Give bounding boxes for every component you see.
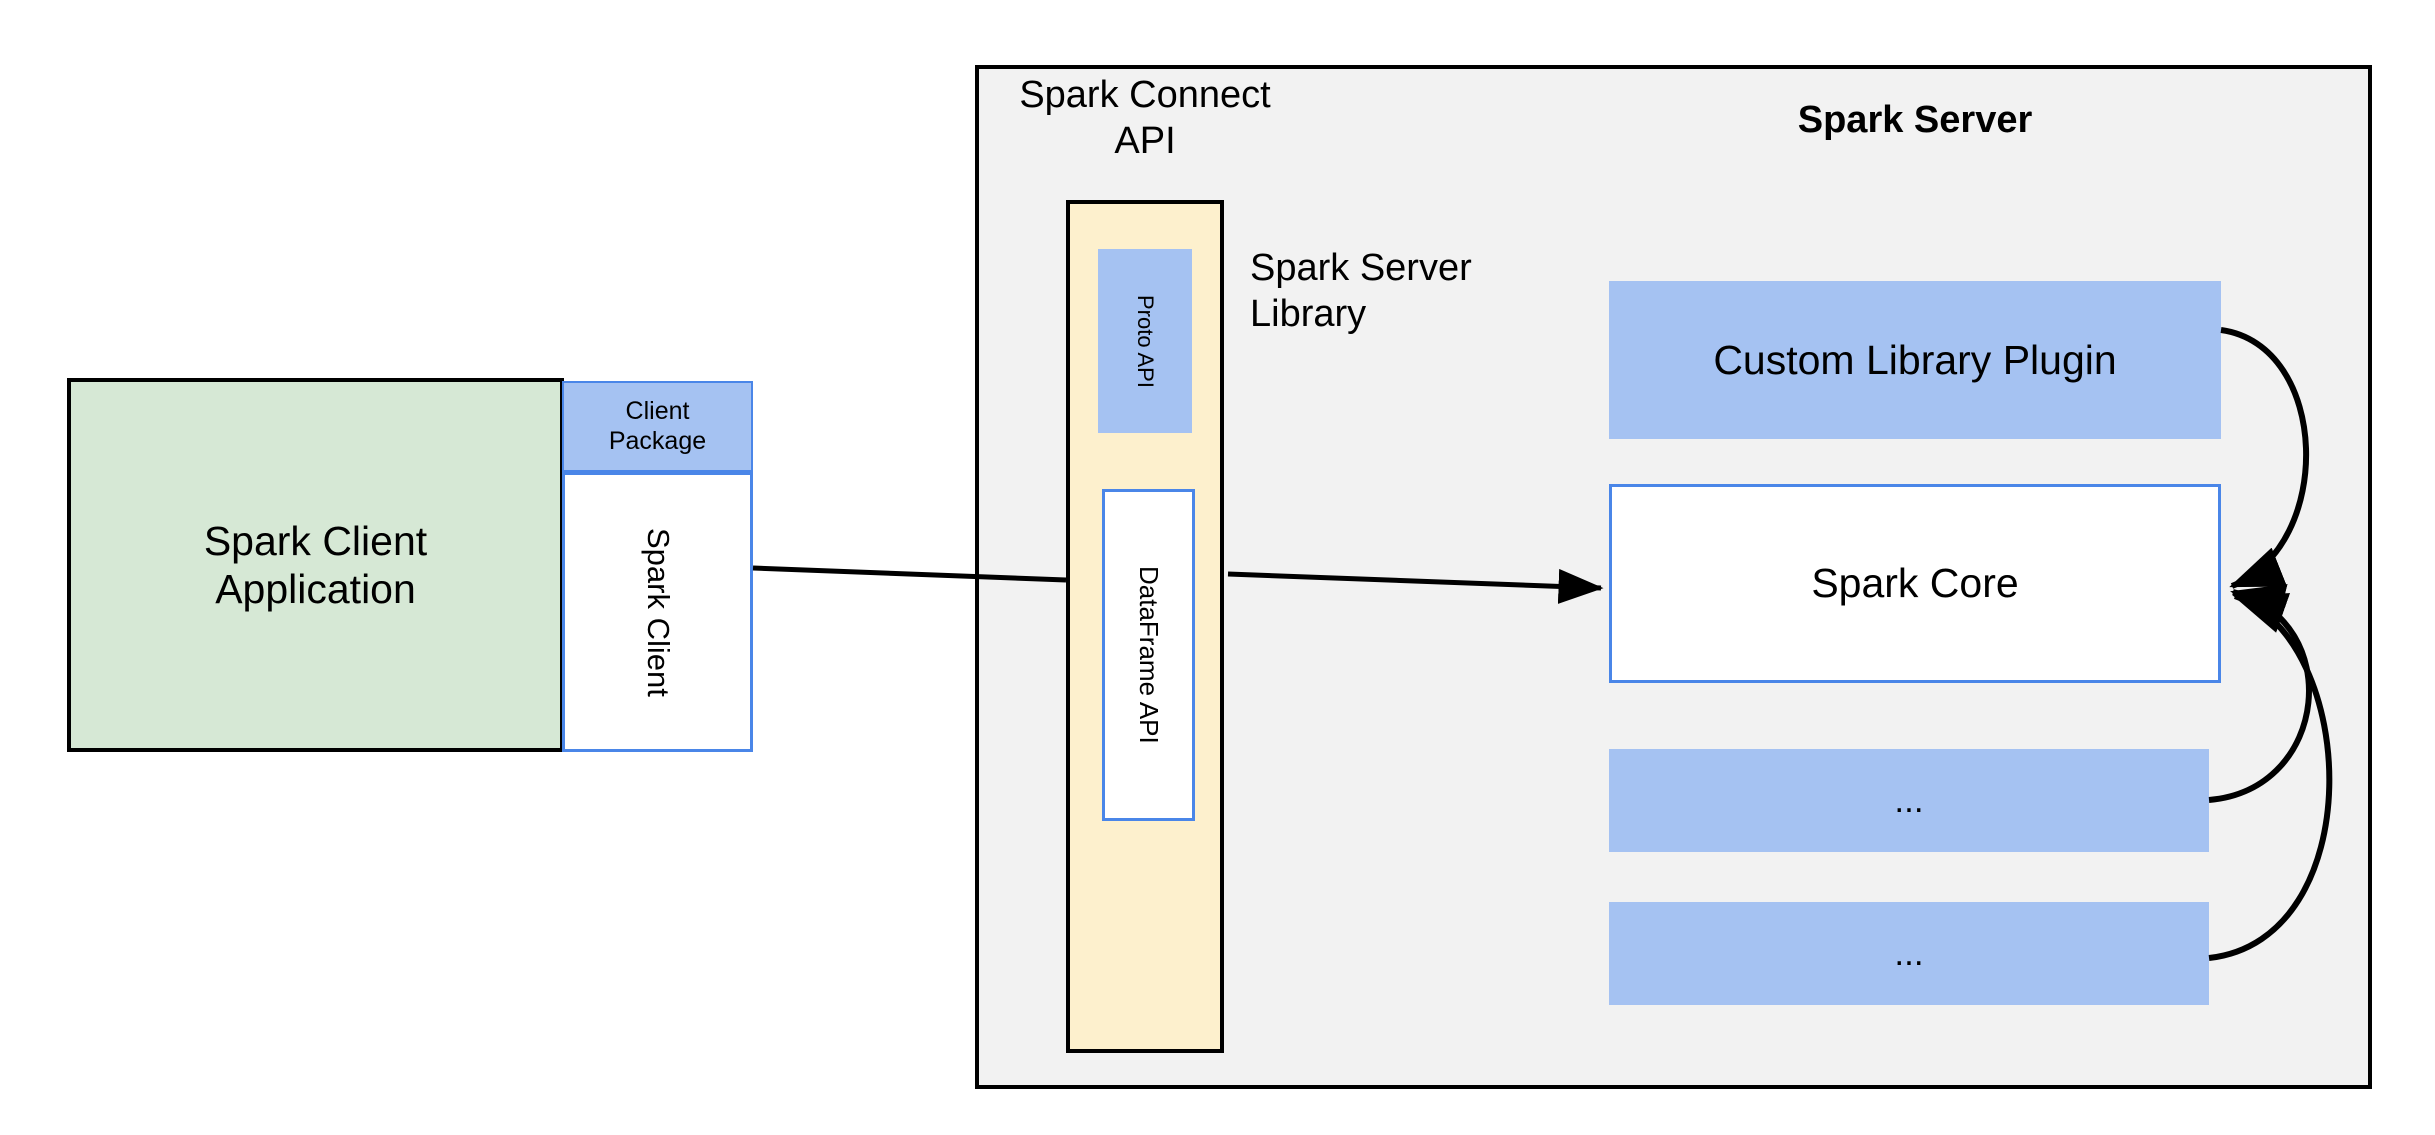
custom-library-plugin-box[interactable]: Custom Library Plugin	[1609, 281, 2221, 439]
dataframe-api-label: DataFrame API	[1133, 566, 1164, 744]
spark-client-label: Spark Client	[640, 527, 676, 697]
spark-server-library-label: Spark Server Library	[1250, 247, 1472, 335]
spark-client-application-box[interactable]: Spark Client Application	[67, 378, 564, 752]
spark-server-title: Spark Server	[1797, 99, 2033, 141]
spark-core-label: Spark Core	[1811, 560, 2019, 607]
custom-library-plugin-label: Custom Library Plugin	[1713, 336, 2117, 383]
spark-client-application-label: Spark Client Application	[203, 517, 428, 612]
spark-core-box[interactable]: Spark Core	[1609, 484, 2221, 683]
proto-api-label: Proto API	[1132, 294, 1158, 388]
placeholder-component-1[interactable]: ...	[1609, 749, 2209, 852]
client-package-box[interactable]: Client Package	[562, 381, 753, 472]
placeholder-component-2[interactable]: ...	[1609, 902, 2209, 1005]
dataframe-api-box[interactable]: DataFrame API	[1102, 489, 1195, 821]
spark-connect-api-label: Spark Connect API	[1019, 74, 1271, 162]
client-package-label: Client Package	[608, 397, 707, 455]
proto-api-box[interactable]: Proto API	[1098, 249, 1192, 433]
placeholder-component-2-label: ...	[1894, 933, 1924, 973]
placeholder-component-1-label: ...	[1894, 780, 1924, 820]
spark-client-box[interactable]: Spark Client	[562, 472, 753, 752]
